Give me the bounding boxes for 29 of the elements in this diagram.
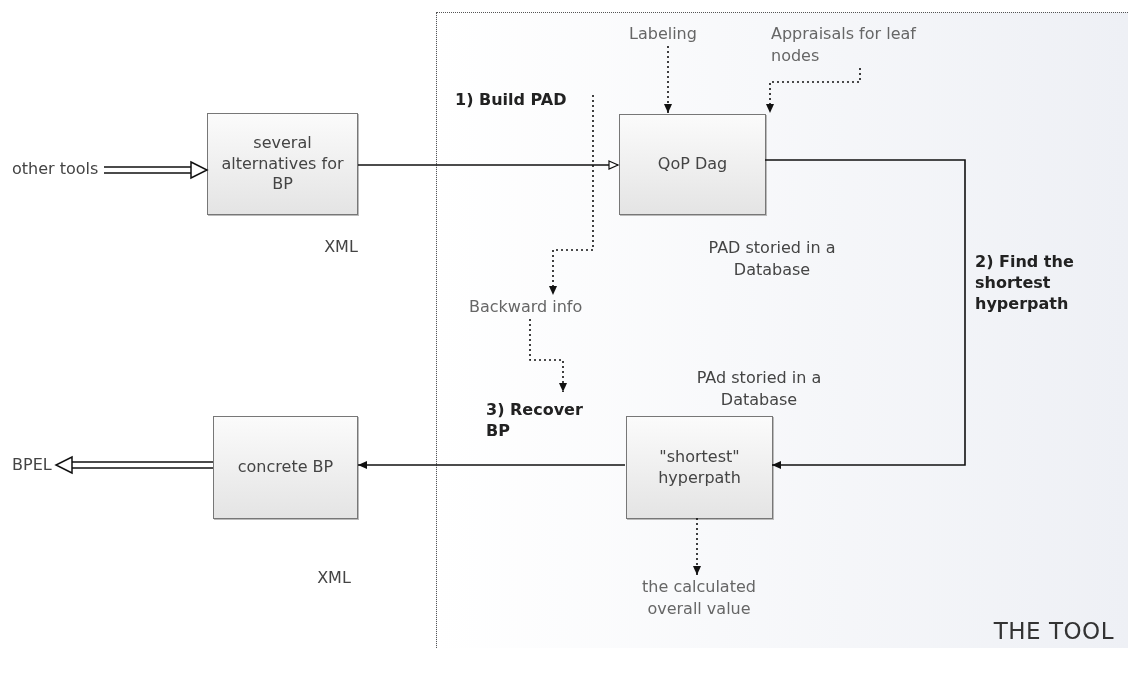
edge-label: 1) Build PAD bbox=[455, 90, 568, 111]
annotation-text: PAd storied in a Database bbox=[695, 367, 823, 412]
text-label: BPEL bbox=[12, 454, 56, 477]
double-line-arrow bbox=[103, 161, 208, 179]
text-label: the calculated overall value bbox=[629, 576, 769, 621]
box-text: QoP Dag bbox=[656, 153, 729, 176]
double-line-arrow bbox=[55, 456, 214, 474]
box-text: "shortest" hyperpath bbox=[657, 445, 742, 489]
box-text: concrete BP bbox=[236, 456, 335, 479]
dotted-arrow bbox=[549, 94, 594, 296]
edge-label: 3) Recover BP bbox=[486, 400, 584, 442]
annotation-text: XML bbox=[316, 567, 352, 589]
arrow bbox=[764, 159, 966, 469]
text-label: Labeling bbox=[629, 23, 709, 46]
annotation-text: PAD storied in a Database bbox=[707, 237, 837, 282]
dotted-arrow bbox=[529, 318, 567, 393]
arrow bbox=[357, 160, 619, 170]
region-title: THE TOOL bbox=[993, 618, 1114, 644]
annotation-text: XML bbox=[323, 236, 359, 258]
text-label: Backward info bbox=[469, 296, 589, 319]
dotted-arrow bbox=[664, 45, 672, 114]
edge-label: 2) Find the shortest hyperpath bbox=[975, 252, 1075, 315]
dotted-arrow bbox=[766, 67, 861, 114]
text-label: other tools bbox=[12, 158, 104, 181]
arrow bbox=[357, 461, 626, 469]
dotted-arrow bbox=[693, 517, 701, 576]
tool-region bbox=[436, 12, 1128, 648]
text-label: Appraisals for leaf nodes bbox=[771, 23, 921, 68]
box-text: several alternatives for BP bbox=[220, 131, 345, 196]
